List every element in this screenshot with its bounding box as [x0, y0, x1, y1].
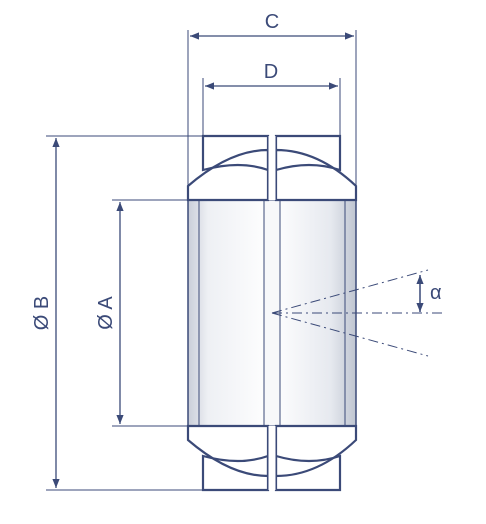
inner-ring-top-spherical: [186, 148, 270, 202]
top-section: [186, 134, 358, 202]
dimension-a: Ø A: [95, 199, 188, 427]
dimension-b-label: Ø B: [31, 296, 53, 330]
angle-alpha-label: α: [430, 282, 442, 304]
outer-ring-top-right: [274, 134, 342, 172]
dimension-c-label: C: [265, 11, 279, 33]
dimension-d: D: [202, 61, 341, 136]
outer-ring-top-left: [201, 134, 270, 172]
bottom-section: [186, 424, 358, 492]
dimension-d-label: D: [264, 61, 278, 83]
tilt-angle: α: [271, 269, 445, 357]
dimension-c: C: [187, 11, 357, 186]
dimension-a-label: Ø A: [95, 296, 117, 330]
dimension-b: Ø B: [31, 135, 203, 491]
